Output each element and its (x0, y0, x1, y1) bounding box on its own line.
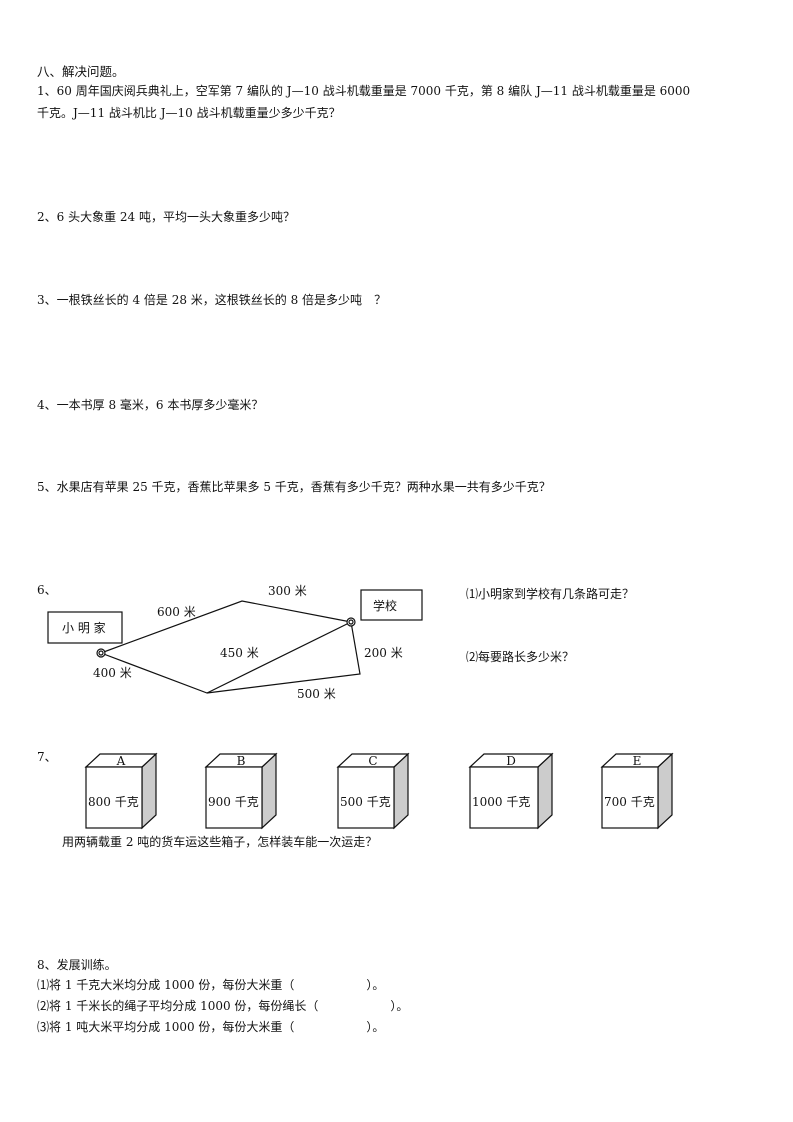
question-6-number: 6、 (37, 583, 57, 597)
question-4: 4、一本书厚 8 毫米，6 本书厚多少毫米？ (37, 398, 264, 412)
box-a: A 800 千克 (84, 752, 158, 830)
box-weight: 800 千克 (88, 795, 139, 809)
box-b: B 900 千克 (204, 752, 278, 830)
box-label: C (368, 754, 377, 768)
question-2: 2、6 头大象重 24 吨，平均一头大象重多少吨？ (37, 210, 295, 224)
school-point-icon (346, 617, 356, 627)
home-point-icon (96, 648, 106, 658)
question-3: 3、一根铁丝长的 4 倍是 28 米，这根铁丝长的 8 倍是多少吨 ？ (37, 293, 387, 307)
box-front-face (469, 766, 539, 829)
box-weight: 1000 千克 (472, 795, 530, 809)
question-7-text: 用两辆载重 2 吨的货车运这些箱子，怎样装车能一次运走？ (62, 835, 378, 849)
section-title: 八、解决问题。 (37, 64, 125, 79)
distance-500: 500 米 (297, 687, 336, 701)
distance-300: 300 米 (268, 584, 307, 598)
route-top (100, 600, 352, 654)
question-1-line-2: 千克。J—11 战斗机比 J—10 战斗机载重量少多少千克？ (37, 106, 341, 120)
box-label: B (237, 754, 246, 768)
box-label: A (116, 754, 126, 768)
box-front-face (205, 766, 263, 829)
question-8-item-3: ⑶将 1 吨大米平均分成 1000 份，每份大米重（ ）。 (37, 1020, 385, 1034)
school-label: 学校 (373, 598, 397, 613)
box-weight: 700 千克 (604, 795, 655, 809)
school-box (360, 589, 423, 621)
home-box (47, 611, 123, 644)
route-diagram (47, 589, 423, 694)
box-c: C 500 千克 (336, 752, 410, 830)
box-e: E 700 千克 (600, 752, 674, 830)
box-d: D 1000 千克 (468, 752, 554, 830)
box-weight: 900 千克 (208, 795, 259, 809)
distance-450: 450 米 (220, 646, 259, 660)
box-front-face (85, 766, 143, 829)
distance-400: 400 米 (93, 666, 132, 680)
box-group: A 800 千克 B 900 千克 C 500 千克 D 1000 千克 E 700 千克 (84, 752, 674, 830)
distance-200: 200 米 (364, 646, 403, 660)
question-6-sub-2: ⑵每要路长多少米？ (466, 650, 575, 664)
question-8-title: 8、发展训练。 (37, 958, 117, 972)
box-front-face (337, 766, 395, 829)
question-8-item-2: ⑵将 1 千米长的绳子平均分成 1000 份，每份绳长（ ）。 (37, 999, 409, 1013)
box-weight: 500 千克 (340, 795, 391, 809)
box-label: D (506, 754, 516, 768)
question-8-item-1: ⑴将 1 千克大米均分成 1000 份，每份大米重（ ）。 (37, 978, 385, 992)
question-7-number: 7、 (37, 750, 57, 764)
question-6-sub-1: ⑴小明家到学校有几条路可走？ (466, 587, 635, 601)
distance-600: 600 米 (157, 605, 196, 619)
home-label: 小 明 家 (62, 620, 106, 635)
route-bottom (206, 621, 361, 694)
question-1-line-1: 1、60 周年国庆阅兵典礼上，空军第 7 编队的 J—10 战斗机载重量是 70… (37, 84, 691, 98)
box-label: E (633, 754, 642, 768)
box-front-face (601, 766, 659, 829)
question-5: 5、水果店有苹果 25 千克，香蕉比苹果多 5 千克，香蕉有多少千克？两种水果一… (37, 480, 551, 494)
